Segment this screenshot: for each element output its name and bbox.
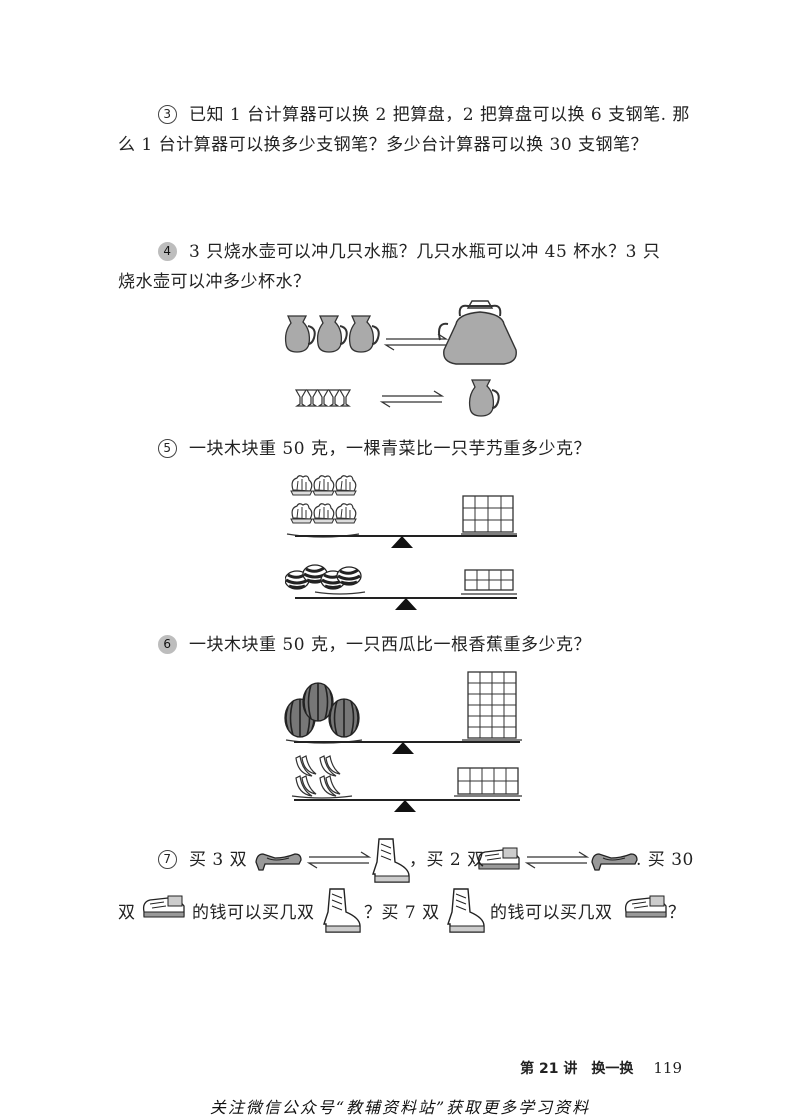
wood-blocks-icon	[462, 495, 514, 533]
q6-text: 一块木块重 50 克，一只西瓜比一根香蕉重多少克？	[189, 635, 591, 655]
q7-text-c: . 买 30	[636, 850, 694, 870]
exchange-arrows-icon	[526, 851, 588, 869]
sneaker-icon	[477, 847, 520, 870]
q6-line: 6 一块木块重 50 克，一只西瓜比一根香蕉重多少克？	[158, 630, 591, 660]
q3-line1: 3 已知 1 台计算器可以换 2 把算盘，2 把算盘可以换 6 支钢笔. 那	[158, 100, 690, 130]
pitcher-icon	[468, 379, 500, 417]
glass-icon	[317, 389, 329, 407]
pitcher-icon	[284, 315, 316, 353]
kettle-icon	[438, 300, 517, 365]
high-heel-shoe-icon	[591, 853, 638, 871]
q6-number: 6	[158, 635, 177, 654]
glass-icon	[328, 389, 340, 407]
page-number: 119	[653, 1059, 682, 1077]
fulcrum-icon	[394, 800, 416, 812]
watermelon-icon	[328, 698, 360, 738]
q7-line1: 7 买 3 双	[158, 845, 247, 879]
banana-icon	[295, 775, 317, 797]
pitcher-icon	[348, 315, 380, 353]
q5-number: 5	[158, 439, 177, 458]
taro-icon	[335, 565, 363, 587]
exchange-arrows-icon	[381, 390, 443, 408]
boot-icon	[447, 888, 485, 933]
wood-blocks-icon	[464, 569, 514, 591]
glass-icon	[306, 389, 318, 407]
q4-line1: 4 3 只烧水壶可以冲几只水瓶？几只水瓶可以冲 45 杯水？3 只	[158, 237, 660, 267]
cabbage-icon	[312, 503, 335, 524]
q7-text-b: ，买 2 双	[409, 850, 485, 870]
q7-text-g: 的钱可以买几双	[490, 903, 613, 923]
q3-line2: 么 1 台计算器可以换多少支钢笔？多少台计算器可以换 30 支钢笔？	[118, 135, 649, 155]
cabbage-icon	[334, 503, 357, 524]
boot-icon	[372, 838, 410, 883]
page-footer: 第 21 讲换一换 119	[520, 1058, 682, 1078]
q7-text-a: 买 3 双	[189, 850, 248, 870]
q4-figure	[284, 300, 517, 417]
q7-figure-3	[323, 888, 361, 933]
wood-blocks-icon	[457, 767, 519, 795]
glass-icon	[295, 389, 307, 407]
watermark-text: 关注微信公众号“教辅资料站”获取更多学习资料	[209, 1098, 591, 1117]
fulcrum-icon	[395, 598, 417, 610]
banana-icon	[319, 775, 341, 797]
exchange-arrows-icon	[308, 851, 370, 869]
cabbage-icon	[312, 475, 335, 496]
q7-text-f: ？买 7 双	[364, 903, 440, 923]
pitcher-icon	[316, 315, 348, 353]
q5-text: 一块木块重 50 克，一棵青菜比一只芋艿重多少克？	[189, 439, 591, 459]
q7-figure-4	[447, 888, 485, 933]
lesson-number: 第 21 讲	[520, 1061, 578, 1077]
glass-icon	[339, 389, 351, 407]
q7-text-e: 的钱可以买几双	[192, 903, 315, 923]
q3-text-1: 已知 1 台计算器可以换 2 把算盘，2 把算盘可以换 6 支钢笔. 那	[189, 105, 690, 125]
q4-text-1: 3 只烧水壶可以冲几只水瓶？几只水瓶可以冲 45 杯水？3 只	[189, 242, 661, 262]
cabbage-icon	[290, 503, 313, 524]
wood-blocks-icon	[467, 671, 517, 739]
boot-icon	[323, 888, 361, 933]
q7-text-h: ？	[668, 903, 686, 923]
q4-number: 4	[158, 242, 177, 261]
q7-number: 7	[158, 850, 177, 869]
q4-line2: 烧水壶可以冲多少杯水？	[118, 272, 311, 292]
fulcrum-icon	[391, 536, 413, 548]
exchange-arrows-icon	[385, 333, 447, 351]
sneaker-icon	[624, 895, 667, 918]
cabbage-icon	[334, 475, 357, 496]
q7-figure-5	[624, 895, 667, 918]
fulcrum-icon	[392, 742, 414, 754]
q3-number: 3	[158, 105, 177, 124]
sneaker-icon	[142, 895, 185, 918]
banana-icon	[319, 755, 341, 777]
q7-text-d: 双	[118, 903, 136, 923]
lesson-title: 换一换	[591, 1061, 634, 1077]
high-heel-shoe-icon	[255, 853, 302, 871]
cabbage-icon	[290, 475, 313, 496]
q5-figure	[285, 475, 517, 610]
q7-figure-2	[142, 895, 185, 918]
q6-figure	[284, 671, 522, 812]
q5-line: 5 一块木块重 50 克，一棵青菜比一只芋艿重多少克？	[158, 434, 591, 464]
banana-icon	[295, 755, 317, 777]
